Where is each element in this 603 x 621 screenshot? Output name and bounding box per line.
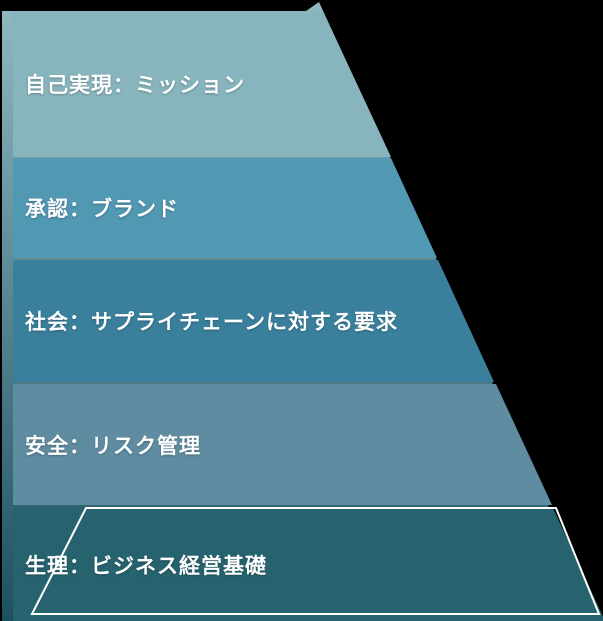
level-label: 自己実現：ミッション: [25, 74, 245, 97]
level-label: 安全：リスク管理: [25, 434, 201, 458]
pyramid-level-esteem: 承認：ブランド: [13, 158, 437, 258]
level-label: 生理：ビジネス経営基礎: [25, 554, 267, 578]
level-label: 承認：ブランド: [25, 198, 179, 221]
pyramid-level-safety: 安全：リスク管理: [13, 384, 552, 505]
pyramid-level-social: 社会：サプライチェーンに対する要求: [13, 260, 494, 382]
level-label: 社会：サプライチェーンに対する要求: [25, 311, 398, 334]
pyramid-level-physiological: 生理：ビジネス経営基礎: [13, 508, 603, 621]
pyramid-level-self-actualization: 自己実現：ミッション: [13, 11, 391, 157]
